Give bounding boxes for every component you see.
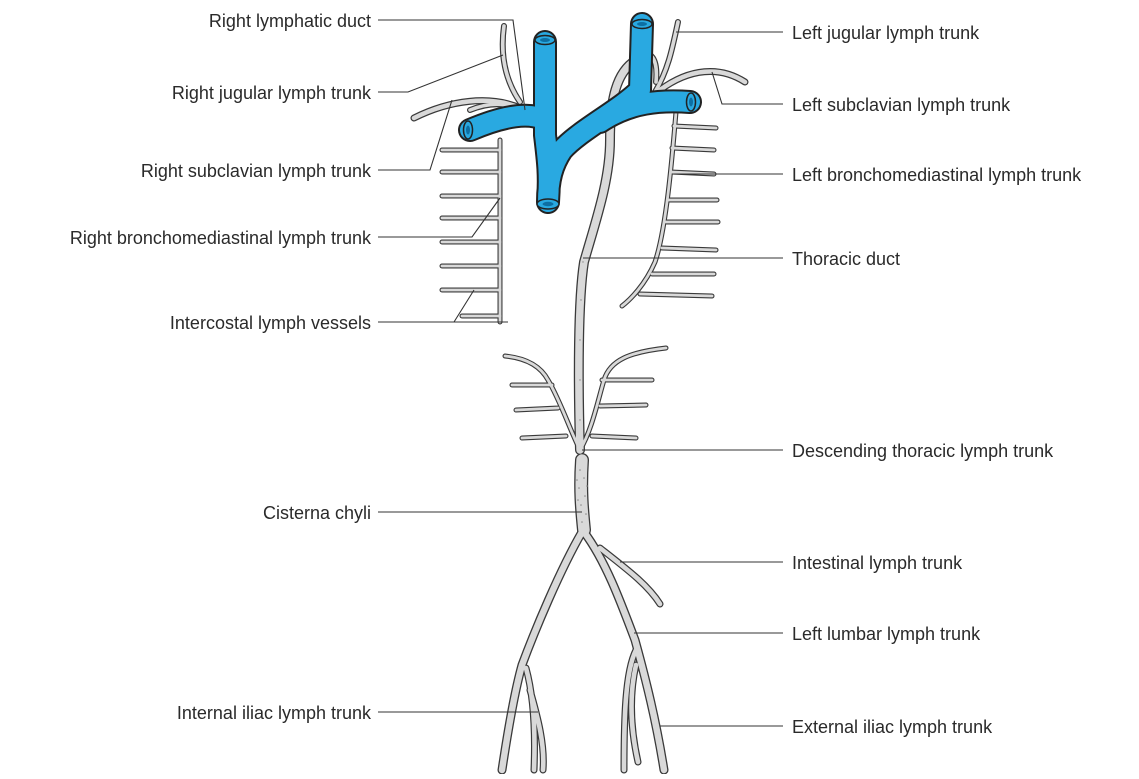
label-right-subclavian-lymph-trunk: Right subclavian lymph trunk	[141, 161, 372, 181]
label-left-bronchomediastinal-lymph-trunk: Left bronchomediastinal lymph trunk	[792, 165, 1082, 185]
leader-left-subclavian-lymph-trunk	[712, 72, 783, 104]
label-intestinal-lymph-trunk: Intestinal lymph trunk	[792, 553, 963, 573]
label-left-lumbar-lymph-trunk: Left lumbar lymph trunk	[792, 624, 981, 644]
labels-left: Right lymphatic duct Right jugular lymph…	[70, 11, 372, 723]
label-intercostal-lymph-vessels: Intercostal lymph vessels	[170, 313, 371, 333]
label-right-lymphatic-duct: Right lymphatic duct	[209, 11, 371, 31]
label-thoracic-duct: Thoracic duct	[792, 249, 900, 269]
label-cisterna-chyli: Cisterna chyli	[263, 503, 371, 523]
label-left-subclavian-lymph-trunk: Left subclavian lymph trunk	[792, 95, 1011, 115]
left-bronchomediastinal-trunk-vessel	[622, 112, 676, 306]
labels-right: Left jugular lymph trunk Left subclavian…	[792, 23, 1082, 737]
label-right-jugular-lymph-trunk: Right jugular lymph trunk	[172, 83, 372, 103]
label-right-bronchomediastinal-lymph-trunk: Right bronchomediastinal lymph trunk	[70, 228, 372, 248]
label-internal-iliac-lymph-trunk: Internal iliac lymph trunk	[177, 703, 372, 723]
label-left-jugular-lymph-trunk: Left jugular lymph trunk	[792, 23, 980, 43]
label-descending-thoracic-lymph-trunk: Descending thoracic lymph trunk	[792, 441, 1054, 461]
label-external-iliac-lymph-trunk: External iliac lymph trunk	[792, 717, 993, 737]
leader-right-jugular-lymph-trunk	[378, 55, 503, 92]
